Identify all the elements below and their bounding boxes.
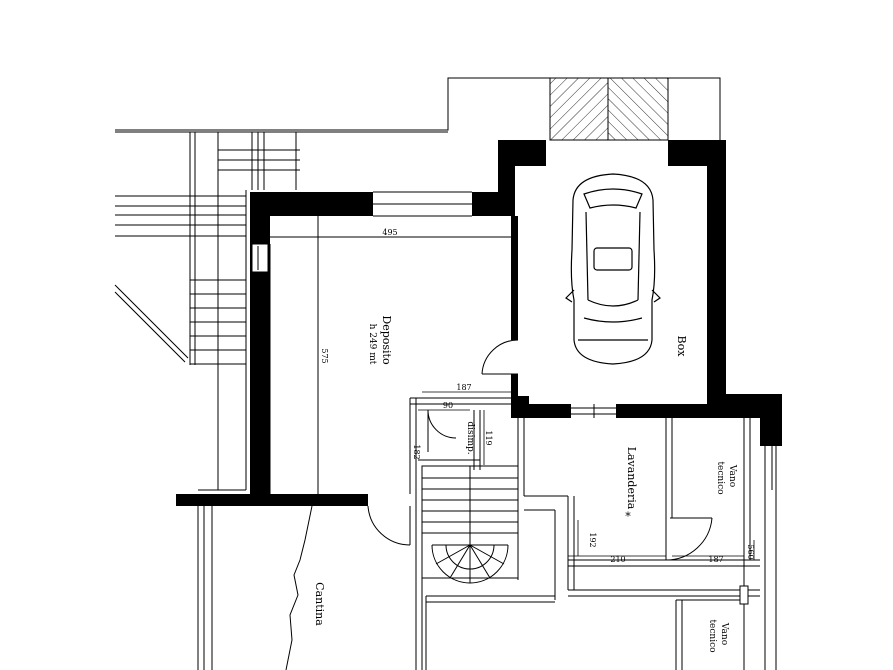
room-label-vano-upper-line1: Vano xyxy=(727,464,737,487)
dim-lav-depth: 192 xyxy=(588,532,597,547)
ramp-hatch xyxy=(549,77,669,141)
dim-stair-height: 182 xyxy=(412,444,421,459)
room-label-disimpegno: disimp. xyxy=(465,421,475,454)
room-label-vano-lower-line2: tecnico xyxy=(707,619,717,652)
interior-stair xyxy=(421,465,519,584)
room-label-deposito: Deposito xyxy=(380,315,393,365)
dim-vano-depth: 560 xyxy=(746,544,755,559)
doors xyxy=(367,339,713,561)
dim-vano-width: 187 xyxy=(708,555,723,564)
dim-disimp-width: 187 xyxy=(456,383,471,392)
car-icon xyxy=(565,173,661,365)
dim-door-width: 90 xyxy=(443,401,453,410)
exterior-stair xyxy=(114,132,300,670)
room-height-deposito: h 249 mt xyxy=(367,324,377,365)
deposito-outline xyxy=(251,191,511,494)
room-label-lavanderia: Lavanderia xyxy=(625,447,638,510)
room-label-box: Box xyxy=(675,336,688,358)
dim-disimp-depth: 119 xyxy=(484,430,493,445)
lavanderia-marker: * xyxy=(625,510,631,523)
walls xyxy=(176,140,782,506)
dim-deposito-width: 495 xyxy=(382,228,397,237)
room-label-cantina: Cantina xyxy=(313,582,326,626)
dim-lav-width: 210 xyxy=(610,555,625,564)
room-label-vano-lower-line1: Vano xyxy=(719,622,729,645)
room-label-vano-upper-line2: tecnico xyxy=(715,461,725,494)
dim-deposito-depth: 575 xyxy=(320,348,329,363)
dimension-lines xyxy=(409,391,755,560)
partitions xyxy=(409,397,777,670)
cantina-edge xyxy=(211,505,313,670)
